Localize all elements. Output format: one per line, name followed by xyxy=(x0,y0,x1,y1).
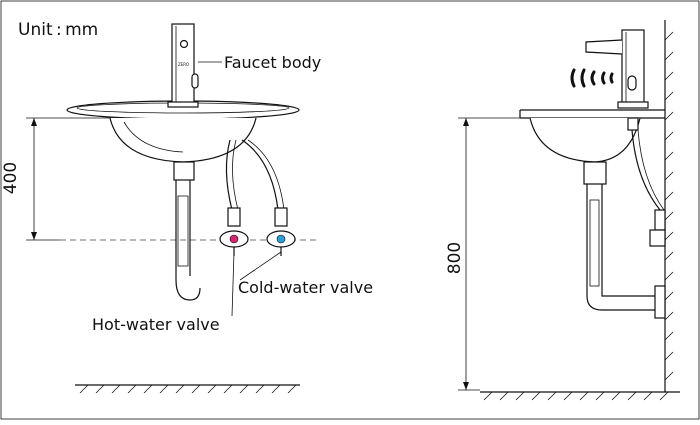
hot-water-valve-label: Hot-water valve xyxy=(92,315,220,334)
basin-shade xyxy=(123,121,184,153)
wall-hatch xyxy=(664,31,674,381)
trap-side-outer xyxy=(586,184,660,311)
dimension-400: 400 xyxy=(1,162,21,194)
floor-hatch-left xyxy=(79,384,297,394)
hot-indicator-icon xyxy=(229,234,239,244)
drain-neck xyxy=(173,161,195,181)
cold-water-valve-label: Cold-water valve xyxy=(238,278,373,297)
faucet-sensor-icon xyxy=(179,39,189,49)
basin-bowl xyxy=(109,117,257,163)
faucet-body-side xyxy=(621,29,645,105)
front-view: 400 ZERO Faucet body xyxy=(1,23,373,394)
side-view: 800 xyxy=(445,20,680,401)
cold-indicator-icon xyxy=(276,234,286,244)
dim-arrow-bottom xyxy=(31,232,37,240)
faucet-body-label: Faucet body xyxy=(224,53,321,72)
basin-bowl-side xyxy=(529,117,641,163)
hot-valve-leader xyxy=(231,251,235,317)
dimension-800: 800 xyxy=(445,242,465,274)
hose-side xyxy=(631,129,661,211)
cold-valve-leader xyxy=(239,251,282,281)
faucet-button-icon xyxy=(191,73,199,89)
drain-neck-side xyxy=(583,161,607,185)
trap-side-inner xyxy=(601,184,660,297)
valve-side xyxy=(649,229,666,247)
drain-pipe-left xyxy=(175,180,201,301)
hot-hose xyxy=(225,139,233,211)
floor-hatch-right xyxy=(483,391,669,401)
faucet-spout xyxy=(585,39,623,55)
sensor-waves-icon xyxy=(570,68,614,88)
faucet-logo: ZERO xyxy=(178,62,189,67)
unit-label: Unit : mm xyxy=(18,20,98,40)
cold-valve-connector xyxy=(274,207,288,227)
hot-valve-connector xyxy=(227,207,241,227)
cold-hose xyxy=(241,139,279,211)
dim-arrow-top xyxy=(31,118,37,126)
